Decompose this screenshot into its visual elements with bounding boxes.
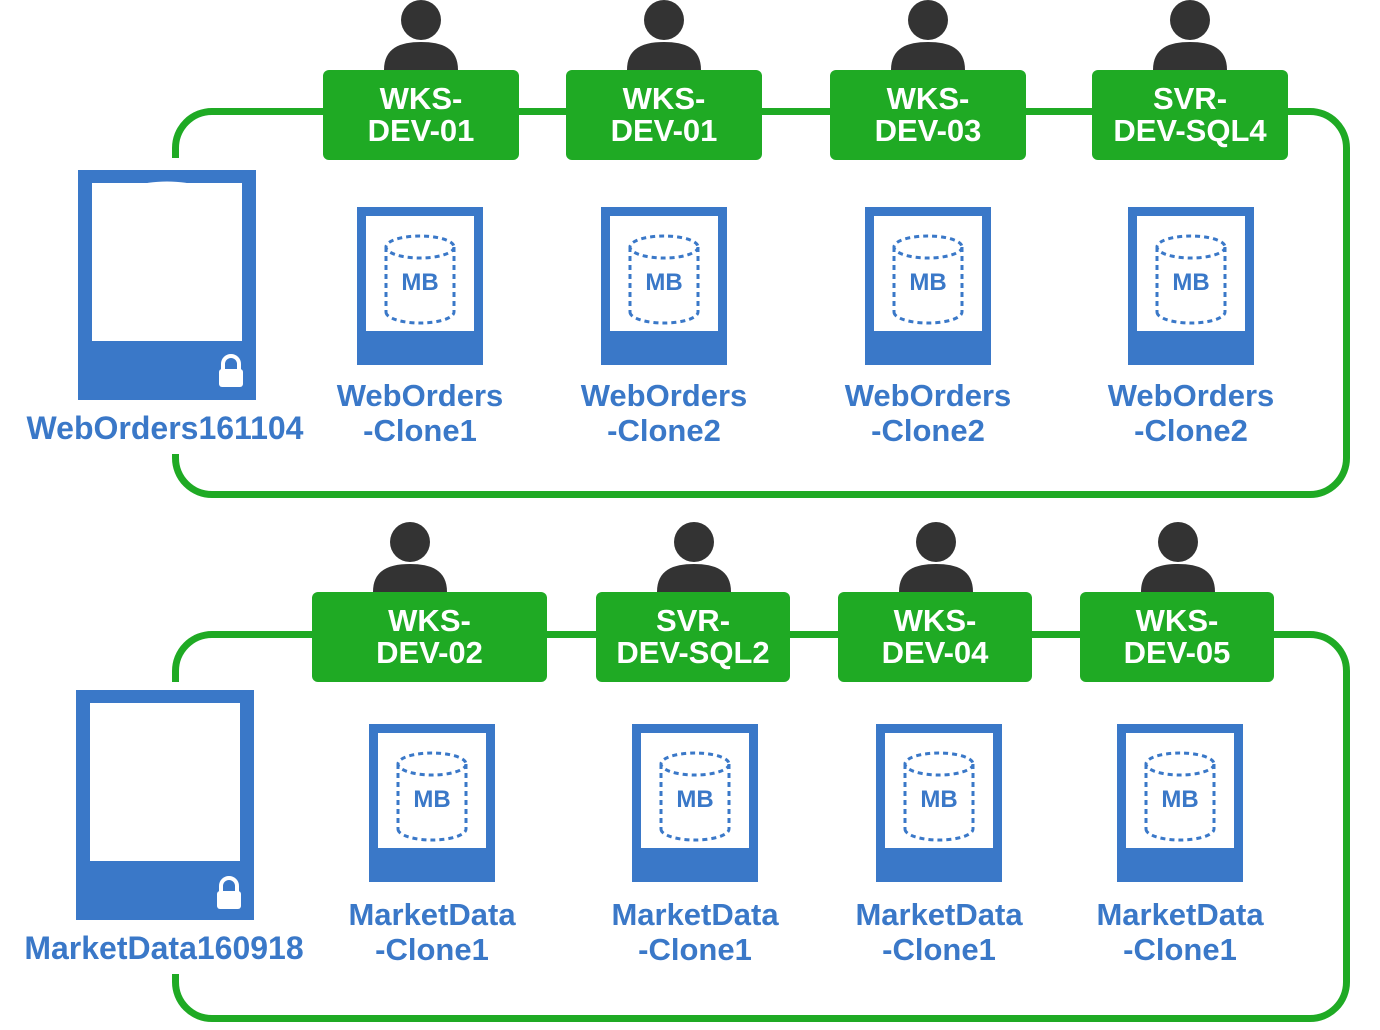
clone-disk[interactable]: MB xyxy=(601,207,727,365)
user-icon xyxy=(376,0,466,70)
clone-size-label: MB xyxy=(401,269,439,296)
clone-name: WebOrders-Clone2 xyxy=(1081,378,1301,448)
host-name-line1: WKS- xyxy=(379,81,463,116)
host-machine-box[interactable]: WKS-DEV-02 xyxy=(312,592,547,682)
source-database-name: WebOrders161104 xyxy=(26,410,304,446)
host-machine-box[interactable]: WKS-DEV-01 xyxy=(566,70,762,160)
clone-name-line2: -Clone1 xyxy=(375,932,489,967)
host-name-line1: WKS- xyxy=(388,603,471,638)
clone-name-line2: -Clone2 xyxy=(607,413,721,448)
clone-name-line2: -Clone2 xyxy=(1134,413,1248,448)
source-database-marketdata[interactable]: 500GB xyxy=(76,690,254,920)
clone-size-label: MB xyxy=(909,269,947,296)
host-machine-box[interactable]: SVR-DEV-SQL4 xyxy=(1092,70,1288,160)
clone-disk[interactable]: MB xyxy=(876,724,1002,882)
user-icon xyxy=(649,522,739,592)
clone-name-line2: -Clone1 xyxy=(638,932,752,967)
host-name-line1: WKS- xyxy=(886,81,970,116)
clone-name-line1: MarketData xyxy=(348,897,516,932)
host-name-line1: WKS- xyxy=(1135,603,1219,638)
clone-name: MarketData-Clone1 xyxy=(322,897,542,967)
host-name-line2: DEV-SQL2 xyxy=(616,635,770,670)
user-icon xyxy=(891,522,981,592)
source-disk-panel xyxy=(92,183,242,341)
host-name-line2: DEV-01 xyxy=(367,113,475,148)
source-size-label: 1TB xyxy=(134,255,200,293)
host-name-line2: DEV-04 xyxy=(881,635,989,670)
clone-name: WebOrders-Clone2 xyxy=(818,378,1038,448)
clone-disk[interactable]: MB xyxy=(632,724,758,882)
clone-disk[interactable]: MB xyxy=(357,207,483,365)
clone-name-line2: -Clone1 xyxy=(1123,932,1237,967)
clone-name-line1: WebOrders xyxy=(1107,378,1275,413)
host-name-line1: SVR- xyxy=(1152,81,1228,116)
host-name-line1: WKS- xyxy=(622,81,706,116)
host-machine-box[interactable]: WKS-DEV-01 xyxy=(323,70,519,160)
clone-name: MarketData-Clone1 xyxy=(1070,897,1290,967)
clone-name-line2: -Clone2 xyxy=(871,413,985,448)
host-machine-box[interactable]: WKS-DEV-03 xyxy=(830,70,1026,160)
clone-size-label: MB xyxy=(413,786,451,813)
source-size-label: 500GB xyxy=(120,782,210,813)
clone-name-line2: -Clone1 xyxy=(882,932,996,967)
clone-name-line1: MarketData xyxy=(1096,897,1264,932)
host-name-line1: WKS- xyxy=(893,603,977,638)
clone-name-line1: WebOrders xyxy=(844,378,1012,413)
clone-name-line1: MarketData xyxy=(855,897,1023,932)
clone-name-line1: WebOrders xyxy=(580,378,748,413)
clone-size-label: MB xyxy=(676,786,714,813)
clone-disk[interactable]: MB xyxy=(369,724,495,882)
host-name-line2: DEV-01 xyxy=(610,113,718,148)
user-icon xyxy=(1145,0,1235,70)
user-icon xyxy=(619,0,709,70)
clone-name-line2: -Clone1 xyxy=(363,413,477,448)
host-name-line1: SVR- xyxy=(655,603,731,638)
source-database-weborders[interactable]: 1TB xyxy=(78,170,256,400)
source-database-name: MarketData160918 xyxy=(24,930,304,966)
lock-icon xyxy=(217,876,241,909)
lock-icon xyxy=(219,354,243,387)
host-machine-box[interactable]: WKS-DEV-04 xyxy=(838,592,1032,682)
clone-name: MarketData-Clone1 xyxy=(829,897,1049,967)
source-disk-panel xyxy=(90,703,240,861)
host-machine-box[interactable]: WKS-DEV-05 xyxy=(1080,592,1274,682)
clone-size-label: MB xyxy=(645,269,683,296)
host-name-line2: DEV-SQL4 xyxy=(1113,113,1267,148)
clone-name: WebOrders-Clone1 xyxy=(310,378,530,448)
user-icon xyxy=(365,522,455,592)
clone-disk[interactable]: MB xyxy=(1117,724,1243,882)
clone-size-label: MB xyxy=(920,786,958,813)
clone-name-line1: MarketData xyxy=(611,897,779,932)
host-name-line2: DEV-05 xyxy=(1123,635,1231,670)
clone-size-label: MB xyxy=(1161,786,1199,813)
clone-disk[interactable]: MB xyxy=(865,207,991,365)
host-machine-box[interactable]: SVR-DEV-SQL2 xyxy=(596,592,790,682)
clone-disk[interactable]: MB xyxy=(1128,207,1254,365)
user-icon xyxy=(883,0,973,70)
clone-name-line1: WebOrders xyxy=(336,378,504,413)
host-name-line2: DEV-02 xyxy=(376,635,483,670)
clone-size-label: MB xyxy=(1172,269,1210,296)
clone-name: WebOrders-Clone2 xyxy=(554,378,774,448)
host-name-line2: DEV-03 xyxy=(874,113,982,148)
user-icon xyxy=(1133,522,1223,592)
clone-name: MarketData-Clone1 xyxy=(585,897,805,967)
